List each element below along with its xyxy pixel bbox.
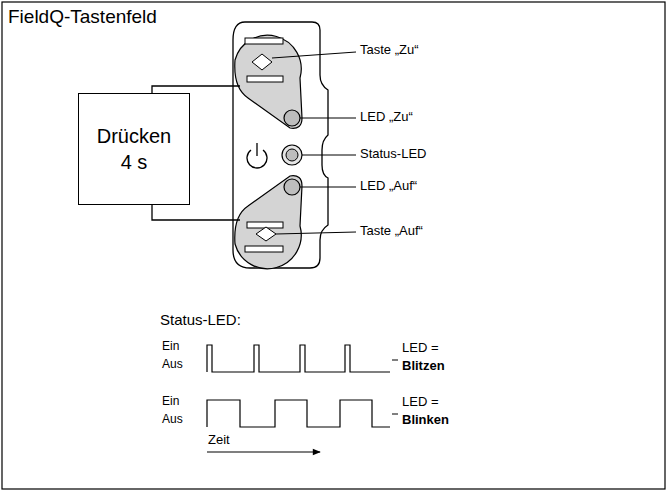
status-led [286, 149, 298, 161]
keypad-housing [233, 22, 328, 268]
box-text: Drücken 4 s [90, 123, 178, 175]
callout-label: Status-LED [360, 147, 426, 162]
led-open [284, 179, 300, 195]
time-arrow [207, 451, 320, 452]
button-diamond [252, 54, 272, 70]
leader-line [276, 232, 356, 234]
status-led [282, 145, 302, 165]
leader-line [272, 52, 356, 58]
leader-line [392, 360, 398, 361]
callout-label: Taste „Auf“ [360, 224, 423, 239]
led-close [284, 110, 300, 126]
process-box: Drücken 4 s [78, 93, 190, 205]
bracket-wire [152, 205, 240, 220]
callout-label: LED „Zu“ [360, 110, 413, 125]
callout-label: Taste „Zu“ [360, 43, 419, 58]
power-symbol [256, 143, 257, 156]
state-label: Aus [162, 413, 183, 427]
mode-name: Blitzen [402, 359, 445, 374]
leader-line [302, 155, 356, 156]
state-label: Aus [162, 358, 183, 372]
button-bar [245, 246, 283, 252]
blink-waveform [207, 400, 390, 427]
button-bar [247, 76, 283, 82]
leader-line [300, 118, 356, 119]
close-button [235, 35, 302, 128]
legend-label: LED = [402, 341, 439, 356]
bracket-wire [152, 86, 240, 93]
leader-line [300, 187, 356, 188]
button-bar [245, 38, 283, 44]
state-label: Ein [162, 340, 179, 354]
axis-label: Zeit [208, 433, 230, 448]
legend-label: LED = [402, 395, 439, 410]
mode-name: Blinken [402, 413, 449, 428]
open-button [235, 176, 302, 269]
state-label: Ein [162, 395, 179, 409]
leader-line [392, 414, 398, 415]
section-heading: Status-LED: [160, 311, 241, 328]
callout-label: LED „Auf“ [360, 179, 417, 194]
button-diamond [256, 227, 276, 241]
flash-waveform [207, 345, 390, 372]
title: FieldQ-Tastenfeld [8, 6, 157, 28]
